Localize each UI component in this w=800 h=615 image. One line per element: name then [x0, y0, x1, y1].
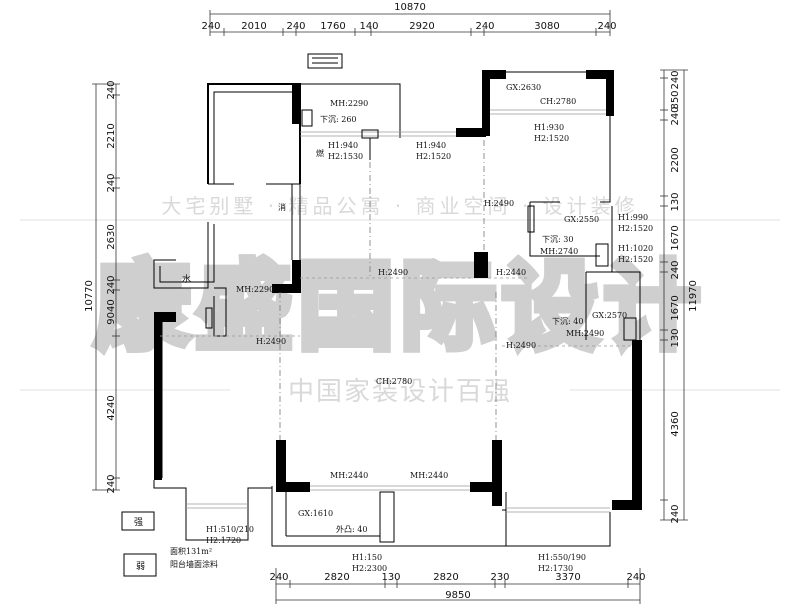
h2490-center-label: H:2490: [378, 268, 408, 277]
right-seg-10: 4360: [670, 411, 681, 436]
h1-940-a-label: H1:940: [328, 141, 358, 150]
top-seg-2: 2010: [241, 21, 266, 32]
top-seg-4: 1760: [320, 21, 345, 32]
xiachen260-label: 下沉: 260: [320, 115, 357, 124]
water-label: 水: [182, 273, 191, 285]
fire-label: 消: [278, 202, 286, 212]
bottom-seg-5: 230: [490, 572, 509, 583]
right-seg-4: 2200: [670, 147, 681, 172]
top-small-symbols: [307, 53, 343, 69]
mh2290-top-label: MH:2290: [330, 99, 368, 108]
legend-weak-label: 弱: [136, 561, 145, 572]
h2-1720-label: H2:1720: [206, 536, 241, 545]
top-dimensions: 10870 240 2010 240 1760 140 2920 240 308…: [201, 2, 617, 36]
right-seg-6: 1670: [670, 225, 681, 250]
h1-940-b-label: H1:940: [416, 141, 446, 150]
h2-2300-label: H2:2300: [352, 564, 387, 573]
top-total-dim: 10870: [394, 2, 426, 13]
top-seg-9: 240: [597, 21, 616, 32]
legend: 强 弱 面积131m² 阳台墙面涂料: [121, 511, 218, 577]
balcony-note-label: 阳台墙面涂料: [170, 559, 218, 569]
mh2440-b-label: MH:2440: [410, 471, 448, 480]
right-seg-5: 130: [670, 192, 681, 211]
xiachen30-label: 下沉: 30: [542, 235, 573, 244]
bottom-total-dim: 9850: [445, 590, 470, 601]
bottom-seg-1: 240: [269, 572, 288, 583]
top-seg-1: 240: [201, 21, 220, 32]
mh2740-label: MH:2740: [540, 247, 578, 256]
h2-1520-b-label: H2:1520: [534, 134, 569, 143]
top-seg-6: 2920: [409, 21, 434, 32]
bottom-seg-7: 240: [626, 572, 645, 583]
h2-1530-label: H2:1530: [328, 152, 363, 161]
xiachen40-label: 下沉: 40: [552, 317, 583, 326]
mh2490-right-label: MH:2490: [566, 329, 604, 338]
ch2780-top-label: CH:2780: [540, 97, 576, 106]
right-seg-8: 1670: [670, 295, 681, 320]
left-seg-6: 9040: [106, 299, 117, 324]
h1-150-label: H1:150: [352, 553, 382, 562]
gx1610-label: GX:1610: [298, 509, 333, 518]
watermark: 大宅别墅 · 精品公寓 · 商业空间 · 设计装修 康盛国际设计 中国家装设计百…: [20, 194, 780, 407]
h1-550-190-label: H1:550/190: [538, 553, 586, 562]
h1-1020-label: H1:1020: [618, 244, 653, 253]
right-seg-11: 240: [670, 504, 681, 523]
right-seg-1: 240: [670, 70, 681, 89]
ch2780-center-label: CH:2780: [376, 377, 412, 386]
left-seg-5: 240: [106, 275, 117, 294]
left-seg-1: 240: [106, 80, 117, 99]
right-seg-9: 130: [670, 328, 681, 347]
bottom-seg-2: 2820: [324, 572, 349, 583]
watermark-brand: 康盛国际设计: [94, 251, 706, 363]
h2-1520-a-label: H2:1520: [416, 152, 451, 161]
bottom-seg-3: 130: [381, 572, 400, 583]
h2-1520-d-label: H2:1520: [618, 255, 653, 264]
h2440-label: H:2440: [496, 268, 526, 277]
annotations: MH:2290 下沉: 260 H1:940 H2:1530 H1:940 H2…: [182, 83, 653, 573]
h2-1730-label: H2:1730: [538, 564, 573, 573]
h1-510-210-label: H1:510/210: [206, 525, 254, 534]
gx2630-label: GX:2630: [506, 83, 541, 92]
left-seg-4: 2630: [106, 224, 117, 249]
right-seg-2: 850: [670, 90, 681, 109]
top-seg-5: 140: [359, 21, 378, 32]
waitu40-label: 外凸: 40: [336, 524, 367, 534]
mh2440-a-label: MH:2440: [330, 471, 368, 480]
right-dimensions: 240 850 240 2200 130 1670 240 1670 130 4…: [660, 69, 699, 524]
watermark-tagline: 大宅别墅 · 精品公寓 · 商业空间 · 设计装修: [161, 194, 638, 218]
h1-990-label: H1:990: [618, 213, 648, 222]
left-seg-3: 240: [106, 173, 117, 192]
right-seg-3: 240: [670, 106, 681, 125]
gx2550-label: GX:2550: [564, 215, 599, 224]
h2490-mid-label: H:2490: [484, 199, 514, 208]
legend-strong-label: 强: [134, 517, 143, 528]
mh2290-left-label: MH:2290: [236, 285, 274, 294]
h1-930-label: H1:930: [534, 123, 564, 132]
h2490-right-label: H:2490: [506, 341, 536, 350]
right-seg-7: 240: [670, 260, 681, 279]
top-seg-8: 3080: [534, 21, 559, 32]
h2-1520-c-label: H2:1520: [618, 224, 653, 233]
left-total-dim: 10770: [84, 280, 95, 312]
left-seg-2: 2210: [106, 123, 117, 148]
h2490-left-label: H:2490: [256, 337, 286, 346]
top-seg-3: 240: [286, 21, 305, 32]
left-dimensions: 10770 240 2210 240 2630 240 9040 4240 24…: [84, 80, 120, 494]
watermark-slogan: 中国家装设计百强: [288, 377, 512, 407]
top-seg-7: 240: [475, 21, 494, 32]
bottom-dimensions: 240 2820 130 2820 230 3370 240 9850: [269, 568, 646, 604]
walls: [153, 70, 642, 547]
bottom-seg-4: 2820: [433, 572, 458, 583]
left-seg-8: 240: [106, 474, 117, 493]
gas-label: 燃: [316, 148, 324, 158]
gx2570-label: GX:2570: [592, 311, 627, 320]
right-total-dim: 11970: [688, 280, 699, 312]
area-label: 面积131m²: [170, 546, 212, 556]
left-seg-7: 4240: [106, 395, 117, 420]
bottom-seg-6: 3370: [555, 572, 580, 583]
